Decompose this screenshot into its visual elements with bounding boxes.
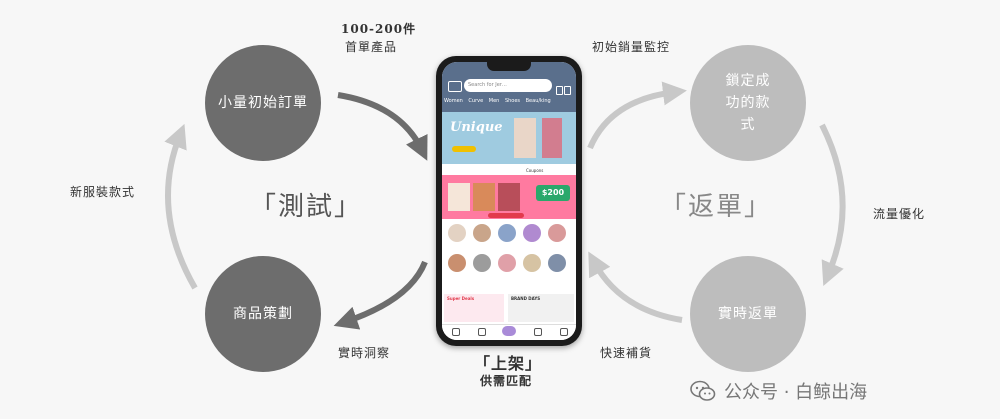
- watermark: 公众号 · 白鲸出海: [690, 378, 867, 404]
- promo-image: [498, 183, 520, 211]
- arrow-reorder-to-listing: [588, 251, 683, 323]
- nav-item[interactable]: Shoes: [504, 98, 521, 104]
- phase-listing-sub: 供需匹配: [480, 374, 533, 388]
- mail-icon: [448, 81, 462, 92]
- node-small-order-label: 小量初始訂單: [218, 95, 308, 111]
- category-icon[interactable]: [548, 254, 566, 272]
- header-icons: [556, 80, 572, 95]
- super-deals-title: Super Deals: [447, 296, 475, 301]
- phase-test: 「測試」: [250, 192, 363, 222]
- arrow-listing-to-planning: [333, 260, 428, 330]
- label-first-batch-qty: 100-200件: [341, 22, 417, 36]
- coupon-label: Coupons: [526, 168, 544, 173]
- promo-button[interactable]: [488, 213, 524, 218]
- app-header: Search for Jer… Women Curve Men Shoes Be…: [442, 62, 576, 112]
- heart-icon[interactable]: [564, 86, 571, 95]
- category-icon[interactable]: [498, 254, 516, 272]
- watermark-text: 公众号 · 白鲸出海: [724, 382, 868, 403]
- arrow-order-to-listing: [337, 92, 428, 161]
- app-tab-bar: [442, 324, 576, 340]
- phone-notch: [487, 62, 531, 71]
- category-icon[interactable]: [473, 224, 491, 242]
- nav-item[interactable]: Curve: [468, 98, 484, 104]
- banner-title: Unique: [450, 120, 503, 135]
- promo-value: $200: [536, 185, 570, 201]
- node-product-planning: 商品策劃: [205, 256, 321, 372]
- promo-image: [448, 183, 470, 211]
- arrow-planning-to-order: [164, 123, 198, 290]
- nav-item[interactable]: Beau/king: [525, 98, 551, 104]
- arrow-locked-to-reorder: [819, 123, 846, 287]
- node-locked-style-label: 鎖定成功的款式: [725, 73, 771, 133]
- label-realtime-insight: 實時洞察: [338, 346, 391, 360]
- deals-row: Super Deals BRAND DAYS: [442, 294, 576, 322]
- phase-listing: 「上架」: [474, 354, 543, 373]
- calendar-icon[interactable]: [556, 86, 563, 95]
- category-icon[interactable]: [448, 254, 466, 272]
- nav-item[interactable]: Women: [444, 98, 463, 104]
- label-first-batch-desc: 首單產品: [345, 40, 398, 54]
- node-small-order: 小量初始訂單: [205, 45, 321, 161]
- app-nav: Women Curve Men Shoes Beau/king: [444, 98, 574, 108]
- wechat-icon: [690, 380, 716, 402]
- category-icon[interactable]: [448, 224, 466, 242]
- app-search-input[interactable]: Search for Jer…: [464, 79, 552, 92]
- category-icon[interactable]: [548, 224, 566, 242]
- phase-reorder: 「返單」: [660, 192, 773, 222]
- phone-screen: Search for Jer… Women Curve Men Shoes Be…: [442, 62, 576, 340]
- home-icon[interactable]: [452, 328, 460, 336]
- profile-icon[interactable]: [560, 328, 568, 336]
- category-tab-icon[interactable]: [478, 328, 486, 336]
- node-realtime-reorder-label: 實時返單: [718, 306, 778, 322]
- promo-image: [473, 183, 495, 211]
- label-initial-sales-monitor: 初始銷量監控: [592, 40, 671, 54]
- node-product-planning-label: 商品策劃: [233, 306, 293, 322]
- node-realtime-reorder: 實時返單: [690, 256, 806, 372]
- node-locked-style: 鎖定成功的款式: [690, 45, 806, 161]
- coupon-row: Coupons: [442, 166, 576, 174]
- category-icon[interactable]: [523, 224, 541, 242]
- super-deals-card[interactable]: Super Deals: [444, 294, 504, 322]
- arrow-listing-to-locked: [587, 81, 687, 150]
- phone-mockup: Search for Jer… Women Curve Men Shoes Be…: [436, 56, 582, 346]
- banner-button[interactable]: [452, 146, 476, 152]
- label-fast-restock: 快速補貨: [600, 346, 653, 360]
- category-icon[interactable]: [523, 254, 541, 272]
- category-icon[interactable]: [498, 224, 516, 242]
- cart-icon[interactable]: [534, 328, 542, 336]
- brand-days-card[interactable]: BRAND DAYS: [508, 294, 574, 322]
- banner-photo: [542, 118, 562, 158]
- nav-item[interactable]: Men: [488, 98, 500, 104]
- center-tab-button[interactable]: [502, 326, 516, 336]
- promo-block[interactable]: $200: [442, 175, 576, 219]
- app-banner[interactable]: Unique: [442, 112, 576, 164]
- label-new-styles: 新服裝款式: [70, 185, 136, 199]
- banner-photo: [514, 118, 536, 158]
- category-grid: [442, 222, 576, 292]
- label-traffic-opt: 流量優化: [873, 207, 926, 221]
- category-icon[interactable]: [473, 254, 491, 272]
- brand-days-title: BRAND DAYS: [511, 296, 541, 301]
